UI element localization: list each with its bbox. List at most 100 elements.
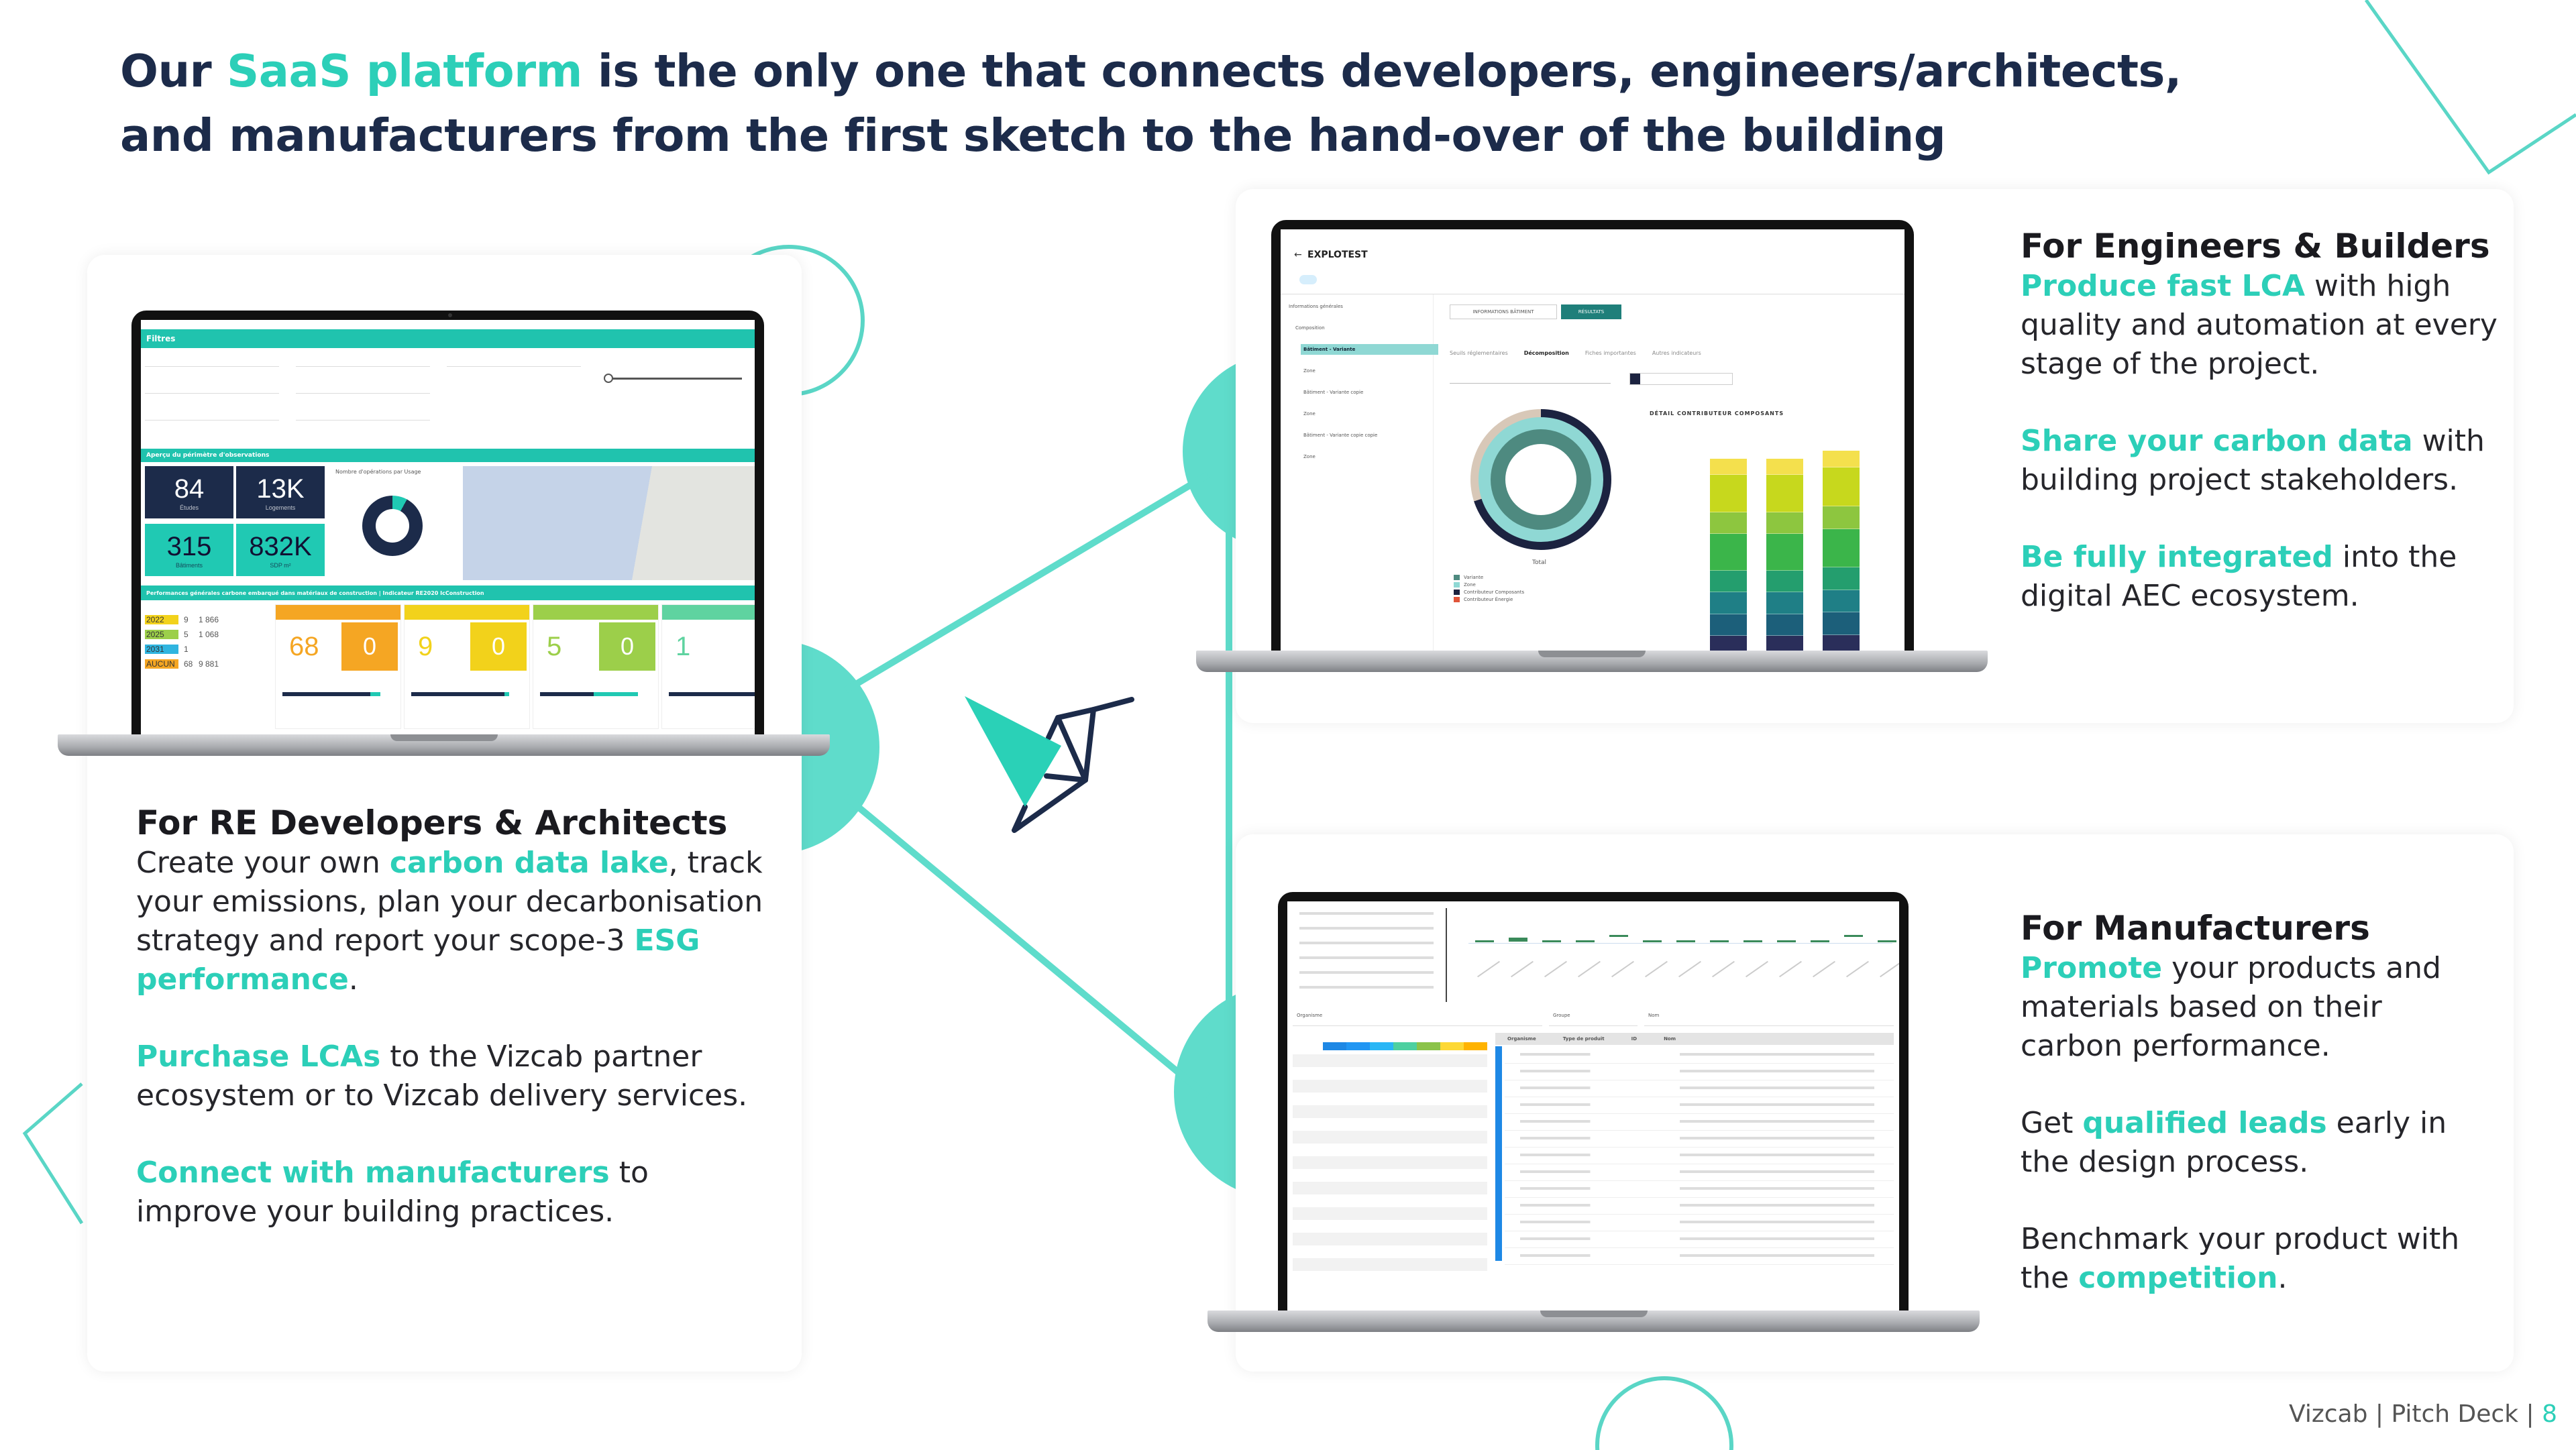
engineers-text: For Engineers & Builders Produce fast LC…: [2021, 225, 2504, 616]
boxplot: [1777, 940, 1796, 942]
bar-segment: [1710, 475, 1747, 512]
bar-segment: [1710, 459, 1747, 476]
outline-circle-bottom: [1595, 1376, 1733, 1450]
table-row[interactable]: [1293, 1093, 1487, 1105]
bar-segment: [1823, 467, 1860, 507]
column-header[interactable]: Organisme: [1507, 1036, 1536, 1042]
table-row[interactable]: [1505, 1115, 1894, 1131]
building-info-button[interactable]: INFORMATIONS BÂTIMENT: [1450, 304, 1557, 319]
filter-select[interactable]: Organisme: [1293, 1009, 1542, 1026]
legend-item: Zone: [1454, 582, 1524, 588]
france-map[interactable]: [463, 466, 755, 580]
table-row[interactable]: [1293, 1118, 1487, 1131]
detail-title: DÉTAIL CONTRIBUTEUR COMPOSANTS: [1650, 410, 1784, 416]
table-row[interactable]: [1293, 1220, 1487, 1233]
tab[interactable]: Seuils réglementaires: [1450, 350, 1508, 356]
x-tick-label: [1846, 960, 1869, 978]
column-header[interactable]: Nom: [1664, 1036, 1676, 1042]
threshold-logements: 1 866: [199, 615, 219, 624]
sidebar-item[interactable]: Zone: [1303, 411, 1316, 416]
table-row[interactable]: [1293, 1080, 1487, 1093]
column-header[interactable]: Type de produit: [1562, 1036, 1605, 1042]
filter-select[interactable]: Nom: [1644, 1009, 1894, 1026]
category-checkbox[interactable]: [1299, 956, 1434, 959]
footer: Vizcab | Pitch Deck | 8: [2289, 1400, 2557, 1428]
table-row[interactable]: [1505, 1165, 1894, 1181]
bar-segment: [1766, 614, 1803, 636]
table-row[interactable]: [1505, 1098, 1894, 1114]
table-row[interactable]: [1293, 1245, 1487, 1258]
legend-item: Contributeur Énergie: [1454, 597, 1524, 602]
sidebar-item[interactable]: Bâtiment - Variante: [1301, 344, 1438, 355]
sidebar-item[interactable]: Informations générales: [1289, 304, 1343, 309]
card-count: 9: [418, 632, 433, 661]
indicator-select[interactable]: [1450, 370, 1611, 384]
corner-line-bottom-left: [22, 1082, 84, 1225]
category-checkbox[interactable]: [1299, 927, 1434, 930]
results-button[interactable]: RÉSULTATS: [1561, 304, 1621, 319]
table-row[interactable]: [1505, 1048, 1894, 1064]
result-tabs: Seuils réglementaires Décomposition Fiches…: [1450, 350, 1701, 356]
x-tick-label: [1678, 960, 1701, 978]
unit-toggle[interactable]: [1629, 373, 1733, 385]
table-row[interactable]: [1293, 1194, 1487, 1207]
table-row[interactable]: [1293, 1169, 1487, 1182]
table-row[interactable]: [1505, 1064, 1894, 1080]
donut-title: Nombre d'opérations par Usage: [335, 469, 421, 475]
tab[interactable]: Décomposition: [1523, 350, 1569, 356]
category-checkbox[interactable]: [1299, 942, 1434, 944]
category-list[interactable]: [1293, 908, 1447, 1002]
table-row[interactable]: [1293, 1144, 1487, 1156]
table-row[interactable]: [1293, 1271, 1487, 1284]
table-row[interactable]: [1293, 1067, 1487, 1080]
table-row[interactable]: [1293, 1258, 1487, 1271]
table-row[interactable]: [1293, 1233, 1487, 1245]
category-checkbox[interactable]: [1299, 912, 1434, 915]
filter-panel[interactable]: [145, 351, 751, 445]
filter-select[interactable]: Groupe: [1549, 1009, 1638, 1026]
sidebar-item[interactable]: Zone: [1303, 368, 1316, 374]
threshold-year: 2022: [145, 615, 178, 624]
table-row[interactable]: [1505, 1198, 1894, 1215]
project-name: EXPLOTEST: [1307, 249, 1368, 260]
bar-segment: [1710, 614, 1747, 636]
boxplot: [1643, 940, 1662, 942]
column-header[interactable]: ID: [1631, 1036, 1638, 1042]
engineers-heading: For Engineers & Builders: [2021, 227, 2490, 266]
table-row[interactable]: [1505, 1232, 1894, 1248]
table-row[interactable]: [1293, 1207, 1487, 1220]
card-value: 0: [341, 622, 398, 671]
tab[interactable]: Autres indicateurs: [1652, 350, 1701, 356]
table-row[interactable]: [1505, 1148, 1894, 1164]
sidebar-item[interactable]: Bâtiment - Variante copie copie: [1303, 433, 1378, 438]
threshold-year: 2031: [145, 645, 178, 654]
category-checkbox[interactable]: [1299, 971, 1434, 974]
table-row[interactable]: [1505, 1182, 1894, 1198]
boxplot: [1576, 940, 1595, 942]
table-row[interactable]: [1505, 1249, 1894, 1265]
back-arrow-icon[interactable]: ←: [1294, 249, 1302, 260]
table-row[interactable]: [1293, 1182, 1487, 1194]
tab[interactable]: Fiches importantes: [1585, 350, 1636, 356]
bar-segment: [1823, 528, 1860, 568]
sidebar-item[interactable]: Zone: [1303, 454, 1316, 459]
table-row[interactable]: [1293, 1131, 1487, 1144]
table-row[interactable]: [1293, 1054, 1487, 1067]
boxplot: [1710, 940, 1729, 942]
table-row[interactable]: [1505, 1081, 1894, 1097]
sidebar-item[interactable]: Bâtiment - Variante copie: [1303, 390, 1364, 395]
table-row[interactable]: [1293, 1156, 1487, 1169]
x-tick-label: [1544, 960, 1567, 978]
category-checkbox[interactable]: [1299, 986, 1434, 989]
sidebar-item[interactable]: Composition: [1295, 325, 1325, 331]
date-slider[interactable]: [608, 378, 742, 380]
table-row[interactable]: [1505, 1131, 1894, 1148]
overview-header: Aperçu du périmètre d'observations: [141, 449, 755, 462]
table-row[interactable]: [1505, 1215, 1894, 1231]
table-row[interactable]: [1293, 1105, 1487, 1118]
